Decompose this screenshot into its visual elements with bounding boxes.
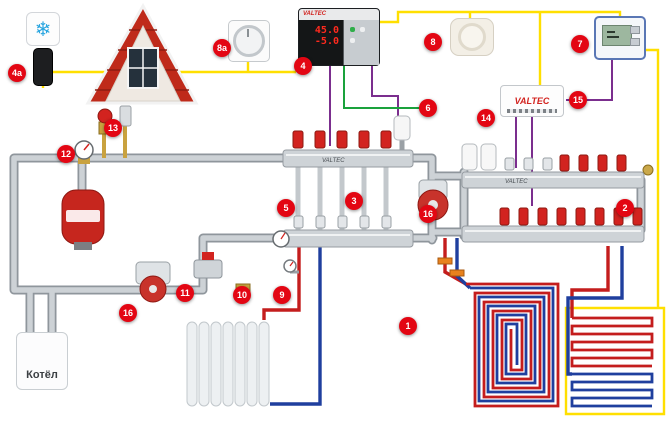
badge-2: 2	[616, 199, 634, 217]
boiler-label: Котёл	[26, 369, 58, 381]
green-wire	[343, 66, 420, 109]
badge-15: 15	[569, 91, 587, 109]
lcd-segment	[607, 31, 615, 33]
badge-8a: 8a	[213, 39, 231, 57]
manifold-right-return-bar	[461, 225, 645, 243]
serpentine-supply-pipe	[570, 246, 610, 318]
air-vent	[119, 105, 132, 127]
badge-4: 4	[294, 57, 312, 75]
expansion-tank	[61, 189, 105, 250]
badge-8: 8	[424, 33, 442, 51]
thermostat-button	[630, 38, 640, 46]
hot-pipes	[262, 238, 610, 320]
badge-1: 1	[399, 317, 417, 335]
pressure-gauge	[74, 140, 94, 164]
manifold-left-supply-bar	[282, 149, 414, 168]
outdoor-sensor	[33, 48, 53, 86]
badge-3: 3	[345, 192, 363, 210]
status-led	[350, 27, 355, 32]
weather-controller: VALTEC 45.0 -5.0	[298, 8, 380, 66]
display-line-1: 45.0	[314, 25, 339, 36]
badge-12: 12	[57, 145, 75, 163]
manifold-left: VALTEC	[272, 130, 414, 248]
thermostat-button	[630, 26, 640, 34]
controller-brand: VALTEC	[299, 9, 379, 20]
badge-14: 14	[477, 109, 495, 127]
window-mullions	[128, 48, 158, 88]
manifold-brand-text: VALTEC	[322, 158, 345, 164]
wire-floor-border	[564, 306, 666, 416]
controller-panel	[343, 20, 379, 65]
air-vent-right	[642, 164, 654, 176]
wire-top-run	[378, 10, 622, 24]
badge-10: 10	[233, 286, 251, 304]
button	[350, 38, 355, 43]
lcd-segment	[607, 36, 619, 38]
mini-gauge	[283, 259, 299, 274]
dial-thermostat	[228, 20, 270, 62]
badge-16-center: 16	[419, 205, 437, 223]
floor-loop-spiral-hot	[466, 282, 560, 408]
zone-control-module: VALTEC	[500, 85, 564, 117]
loop-valve-cold	[449, 269, 465, 277]
badge-9: 9	[273, 286, 291, 304]
module-brand: VALTEC	[514, 96, 550, 106]
boiler: Котёл	[16, 332, 68, 390]
badge-16-left: 16	[119, 304, 137, 322]
badge-4a: 4a	[8, 64, 26, 82]
manifold-brand-text-2: VALTEC	[505, 179, 528, 185]
thermostat-dial	[233, 25, 265, 57]
floor-loop-serpentine-cold	[570, 372, 654, 408]
mixing-valve	[193, 252, 223, 279]
radiator-supply-pipe	[262, 246, 301, 320]
button	[360, 27, 365, 32]
badge-13: 13	[104, 119, 122, 137]
snowflake-icon: ❄	[26, 12, 60, 46]
circulation-pump-left	[135, 261, 171, 303]
badge-6: 6	[419, 99, 437, 117]
badge-11: 11	[176, 284, 194, 302]
manifold-left-return-bar	[282, 229, 414, 248]
floor-loop-spiral-cold	[470, 286, 555, 403]
thermostat-ring	[458, 23, 486, 51]
display-line-2: -5.0	[314, 36, 339, 47]
badge-5: 5	[277, 199, 295, 217]
loop-valve-hot	[437, 257, 453, 265]
floor-loop-serpentine-hot	[570, 316, 654, 368]
serpentine-return-pipe	[566, 246, 624, 376]
room-thermostat	[450, 18, 494, 56]
house	[85, 2, 199, 105]
digital-thermostat	[594, 16, 646, 60]
manifold-right-supply-bar	[461, 171, 645, 189]
radiator	[186, 321, 270, 407]
wire-right-drop	[644, 48, 660, 308]
badge-7: 7	[571, 35, 589, 53]
thermostat-lcd	[602, 25, 632, 46]
manifold-right: VALTEC	[461, 143, 654, 243]
radiator-return-pipe	[270, 246, 322, 406]
